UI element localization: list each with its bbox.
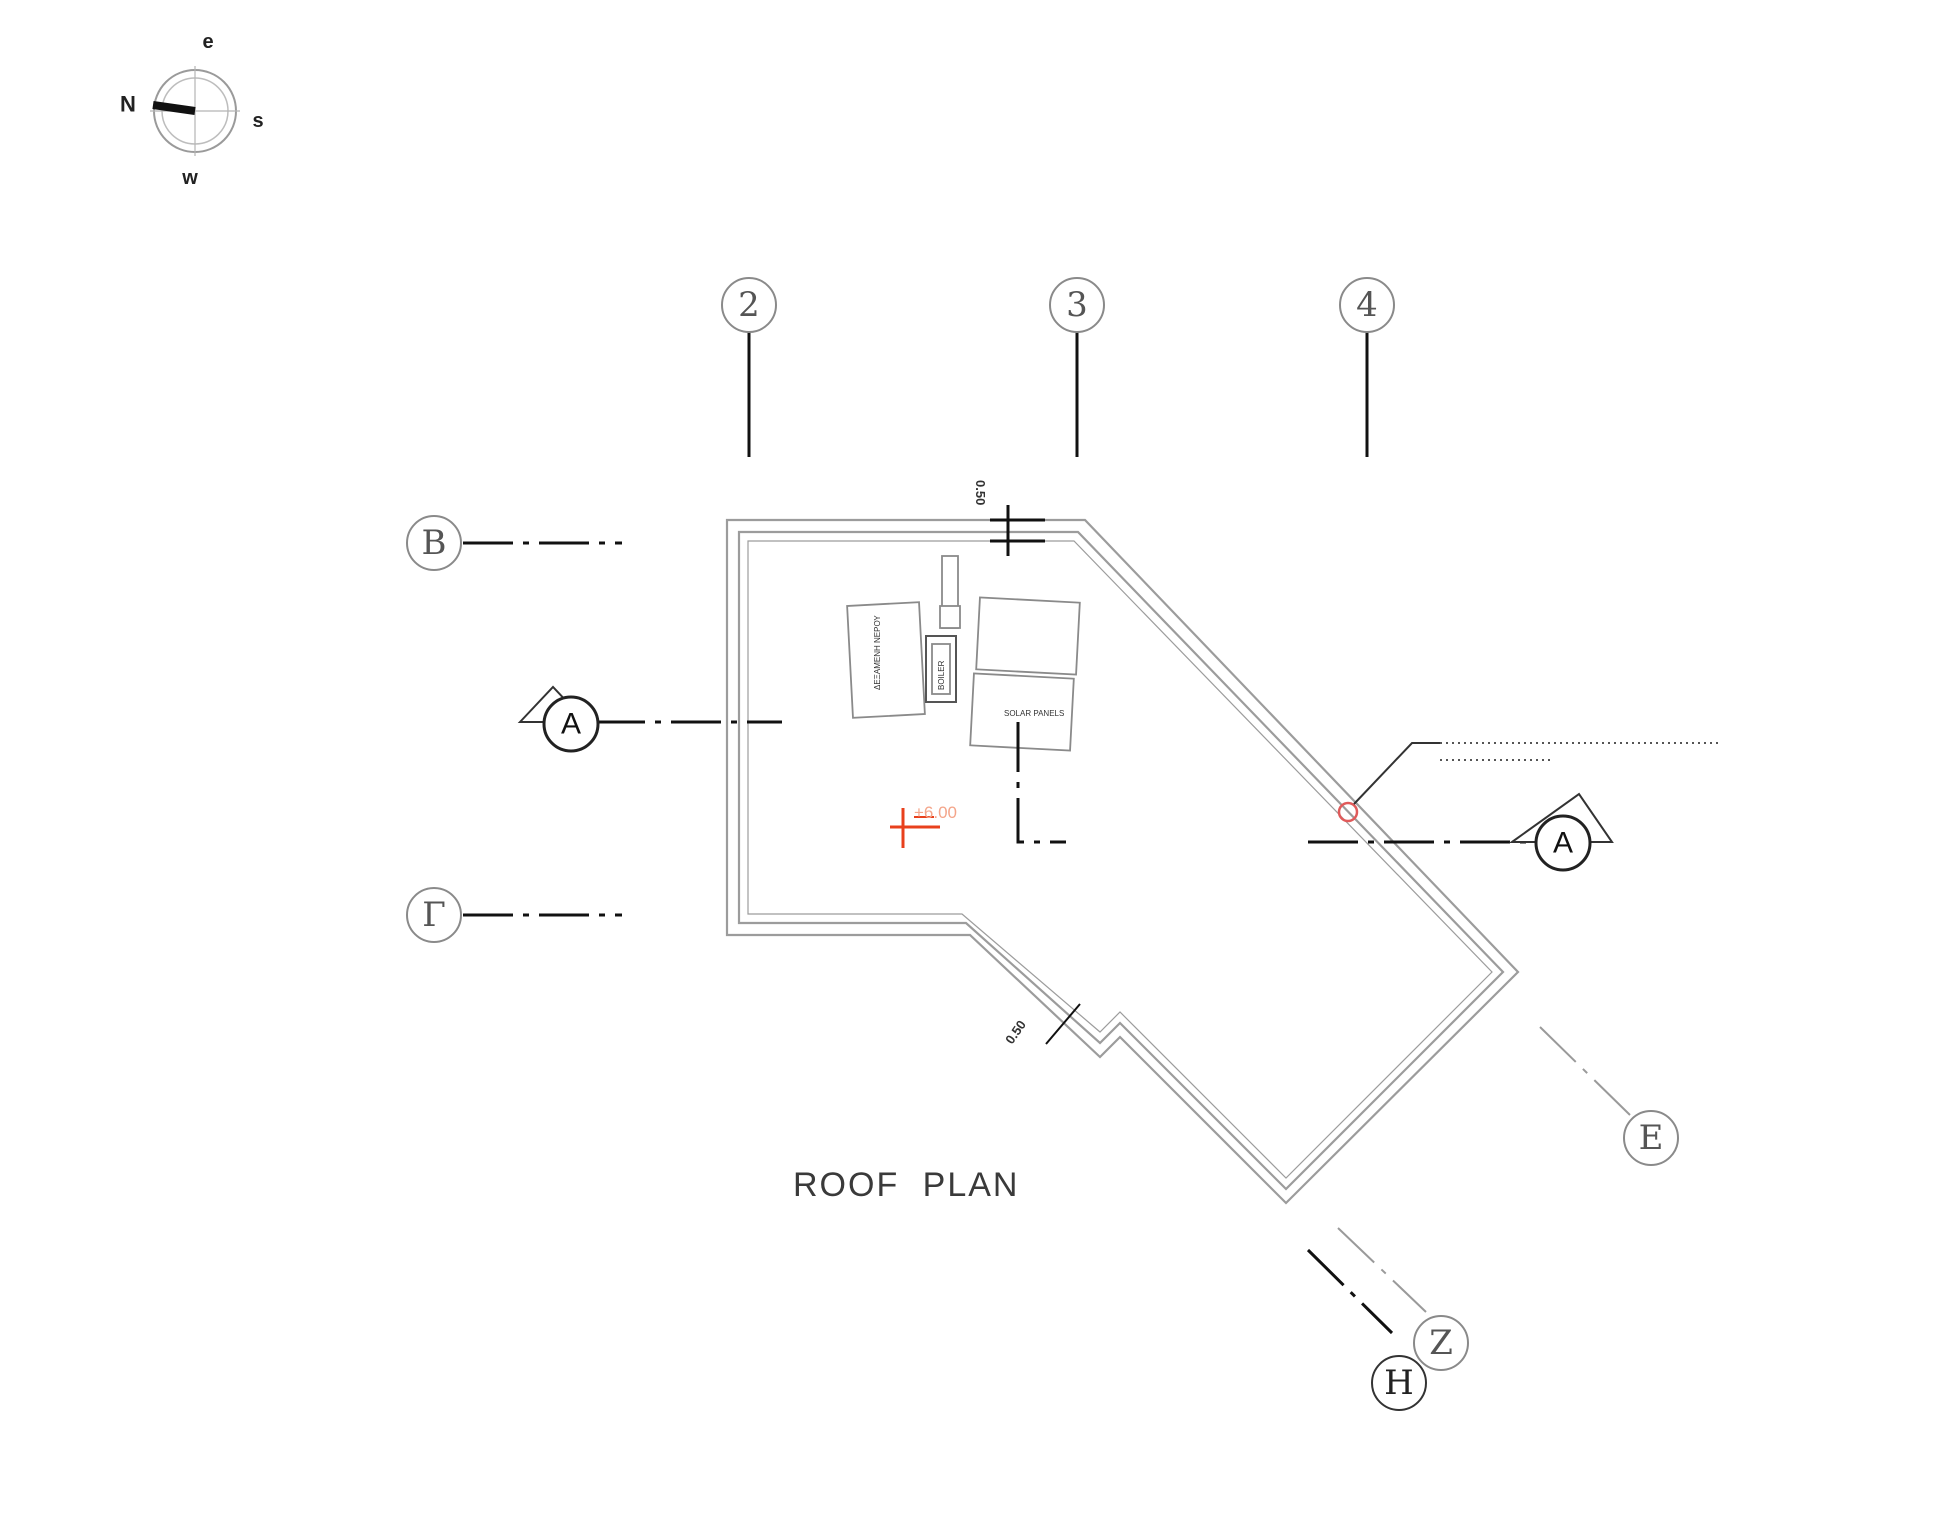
grid-label-gamma: Γ — [422, 895, 446, 935]
grid-column-3: 3 — [1049, 277, 1105, 457]
grid-column-4: 4 — [1339, 277, 1395, 457]
grid-label-z: Z — [1429, 1323, 1453, 1363]
dimension-top: 0.50 — [973, 480, 1045, 556]
level-marker: +6.00 — [890, 803, 957, 848]
leader-line — [1353, 742, 1440, 805]
compass-south-label: s — [252, 110, 263, 132]
compass-north-label: N — [120, 92, 136, 117]
solar-panel-lower — [969, 672, 1075, 752]
grid-label-3: 3 — [1066, 285, 1088, 325]
grid-bubble-4 — [1339, 277, 1395, 333]
section-line-jog — [1016, 722, 1066, 844]
water-tank-label: ΔΕΞΑΜΕΝΗ ΝΕΡΟΥ — [873, 615, 882, 690]
drawing-title: ROOF PLAN — [793, 1166, 1019, 1204]
grid-bubble-z — [1413, 1315, 1469, 1371]
section-cut-a: A A — [517, 685, 1614, 872]
roof-parapet-inner-2 — [747, 540, 1493, 1179]
grid-label-h: H — [1384, 1363, 1414, 1403]
compass-needle-icon — [152, 101, 196, 115]
grid-line-h — [1306, 1248, 1394, 1335]
grid-bubble-h — [1371, 1355, 1427, 1411]
grid-row-e: E — [1539, 1026, 1679, 1166]
compass: N e s w — [120, 31, 264, 189]
dimension-top-label: 0.50 — [973, 480, 988, 505]
roof-parapet-inner — [737, 530, 1505, 1191]
grid-bubble-b — [406, 515, 462, 571]
roof-outline — [725, 518, 1520, 1205]
grid-bubble-2 — [721, 277, 777, 333]
grid-column-2: 2 — [721, 277, 777, 457]
grid-row-z: Z — [1337, 1227, 1469, 1371]
roof-parapet-outer — [725, 518, 1520, 1205]
compass-west-label: w — [181, 167, 198, 189]
grid-label-4: 4 — [1356, 285, 1378, 325]
grid-line-z — [1337, 1227, 1427, 1313]
section-bubble-right — [1534, 814, 1592, 872]
grid-bubble-gamma — [406, 887, 462, 943]
grid-label-e: E — [1639, 1118, 1664, 1158]
boiler-stack-base — [939, 605, 961, 629]
section-bubble-left — [542, 695, 600, 753]
level-marker-label: +6.00 — [914, 803, 957, 822]
section-label-right: A — [1553, 827, 1573, 860]
section-label-left: A — [561, 708, 581, 741]
grid-row-gamma: Γ — [406, 887, 622, 943]
grid-bubble-3 — [1049, 277, 1105, 333]
boiler-label: BOILER — [937, 660, 946, 690]
leader-note — [1337, 742, 1720, 823]
water-tank — [846, 601, 926, 719]
grid-line-e — [1539, 1026, 1631, 1116]
compass-east-label: e — [202, 31, 213, 53]
solar-panel-upper — [975, 596, 1081, 676]
solar-panels-label: SOLAR PANELS — [1004, 709, 1064, 718]
leader-target-icon — [1337, 801, 1359, 823]
dimension-bottom-label: 0.50 — [1002, 1017, 1029, 1046]
grid-row-b: B — [406, 515, 622, 571]
grid-row-h: H — [1306, 1248, 1427, 1411]
grid-label-b: B — [422, 523, 447, 563]
boiler-inner — [931, 643, 951, 695]
grid-label-2: 2 — [738, 285, 760, 325]
dimension-bottom: 0.50 — [1002, 1003, 1081, 1047]
dim-bottom-line — [1045, 1003, 1081, 1045]
roof-equipment: ΔΕΞΑΜΕΝΗ ΝΕΡΟΥ BOILER SOLAR PANELS — [846, 555, 1081, 752]
grid-bubble-e — [1623, 1110, 1679, 1166]
